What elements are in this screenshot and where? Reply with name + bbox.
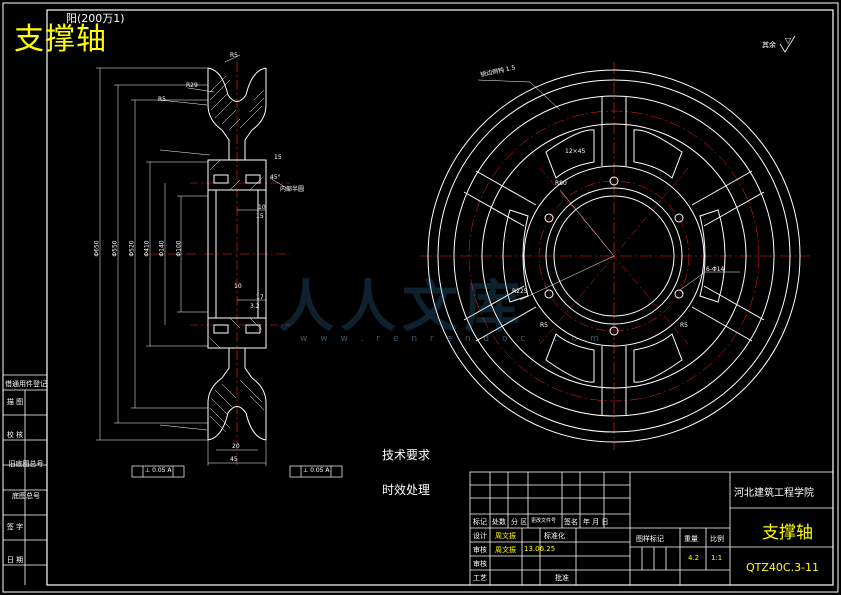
label-chamfer: 12×45 (565, 148, 586, 155)
label-3-2: 3.2 (250, 303, 260, 310)
side-label-tracing: 描 图 (6, 398, 24, 406)
tb-row-review-label: 审核 (473, 546, 487, 554)
tb-row-review-date: 13.06.25 (524, 545, 556, 553)
tb-header-date: 年 月 日 (583, 518, 609, 526)
dim-dia-550: Φ550 (111, 240, 119, 257)
section-view (96, 54, 291, 466)
label-r5-b: R5 (680, 322, 688, 329)
front-view (420, 62, 810, 450)
tb-header-mark: 标记 (473, 518, 487, 526)
tb-row-review-name: 周文振 (495, 546, 516, 554)
title-block-grid (469, 471, 834, 586)
tb-part-name: 支撑轴 (762, 523, 813, 543)
dim-dia-100: Φ100 (175, 240, 183, 257)
tb-header-count: 处数 (492, 518, 506, 526)
label-r5-a: R5 (540, 322, 548, 329)
side-label-base: 底图总号 (12, 492, 40, 500)
tb-row-approve-label: 批准 (555, 574, 569, 582)
surface-symbol: ▽ (785, 36, 792, 45)
side-label-old-base: 旧底图总号 (8, 460, 44, 468)
tb-row-standard-label: 标准化 (544, 532, 565, 540)
label-45-deg: 45° (270, 174, 281, 181)
watermark-url: w w w . r e n r e n d o c . c o m (300, 334, 604, 344)
dim-width-10: 10 (258, 204, 266, 211)
tolerance-frame-left-text: ⊥ 0.05 A (145, 467, 172, 474)
inner-border (46, 9, 834, 586)
tb-row-review2-label: 审核 (473, 560, 487, 568)
tolerance-frame-right (289, 465, 343, 478)
label-6-holes: 6-Φ14 (706, 266, 725, 273)
side-label-check: 校 核 (6, 431, 24, 439)
tech-requirements-title: 技术要求 (382, 448, 431, 462)
label-r29: R29 (186, 82, 198, 89)
tb-drawing-number: QTZ40C.3-11 (746, 561, 820, 574)
label-15-top: 15 (274, 154, 282, 161)
label-r225: R225 (512, 288, 528, 295)
tolerance-frame-left (131, 465, 185, 478)
label-r5-top: R5 (230, 52, 238, 59)
drawing-title: 支撑轴 (14, 22, 107, 57)
tb-row-design-label: 设计 (473, 532, 487, 540)
label-r80: R80 (555, 180, 567, 187)
tolerance-frame-right-text: ⊥ 0.05 A (303, 467, 330, 474)
side-label-sign: 签 字 (6, 523, 24, 531)
label-15-mid: 15 (256, 213, 264, 220)
tb-row-process-label: 工艺 (473, 574, 487, 582)
side-column (3, 374, 47, 585)
label-r5-side: R5 (158, 96, 166, 103)
watermark-text: 人人文库 (278, 275, 526, 340)
tb-header-sign: 签名 (564, 518, 578, 526)
label-inner-arc: 内部半圆 (280, 186, 305, 193)
dim-width-17: 17 (256, 294, 264, 301)
surface-note: 其余 (762, 41, 776, 49)
dim-dia-520: Φ520 (128, 240, 136, 257)
tb-row-design-name: 周文振 (495, 532, 516, 540)
dim-width-45: 45 (230, 456, 238, 463)
tb-weight-value: 4.2 (688, 554, 700, 562)
tb-school: 河北建筑工程学院 (734, 488, 814, 499)
dim-width-20: 20 (232, 443, 240, 450)
dim-dia-140: Φ140 (158, 240, 166, 257)
tb-scale-value: 1:1 (711, 554, 723, 562)
tb-scale-label: 比例 (710, 535, 724, 543)
dim-dia-410: Φ410 (143, 240, 151, 257)
tb-weight-label: 重量 (684, 535, 698, 543)
side-label-reg: 借通用件登记 (5, 380, 47, 388)
tech-requirement-item: 时效处理 (382, 483, 431, 497)
side-label-date: 日 期 (6, 556, 24, 564)
file-id: 阳(200万1) (66, 12, 125, 25)
tb-header-zone: 分 区 (511, 518, 528, 526)
tb-drawing-mark: 图样标记 (636, 535, 664, 543)
tb-header-change: 更改文件号 (531, 518, 557, 524)
roughness-mark (779, 35, 796, 53)
label-10: 10 (234, 283, 242, 290)
dim-dia-650: Φ650 (93, 240, 101, 257)
